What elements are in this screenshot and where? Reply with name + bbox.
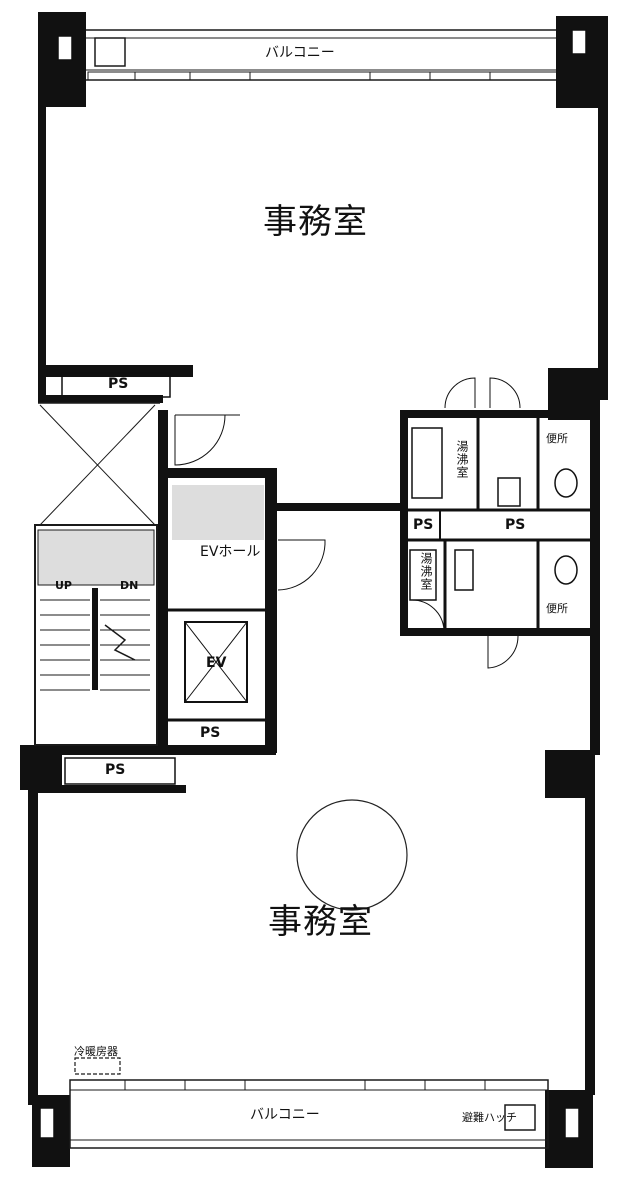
balcony-bottom-label: バルコニー	[250, 1107, 320, 1123]
ceiling-equipment	[296, 799, 408, 911]
ps-core: PS	[200, 725, 221, 741]
outer-walls	[28, 100, 608, 1105]
stair-up-label: UP	[55, 579, 72, 592]
toilet-bottom-label: 便所	[546, 602, 568, 615]
ac-unit-label: 冷暖房器	[74, 1045, 118, 1058]
columns	[20, 12, 608, 1168]
hatch-label: 避難ハッチ	[462, 1111, 517, 1124]
ev-hall-label: EVホール	[200, 544, 261, 560]
partition-wall	[277, 503, 402, 511]
balcony-top-label: バルコニー	[265, 45, 335, 61]
ps-left-bottom: PS	[105, 762, 126, 778]
core	[158, 410, 326, 755]
ev-label: EV	[206, 655, 227, 671]
ps-left-top: PS	[108, 376, 129, 392]
stair-area	[34, 402, 160, 746]
ps-boxes	[61, 372, 176, 785]
stair-dn-label: DN	[120, 579, 139, 592]
toilet-top-label: 便所	[546, 432, 568, 445]
toilet-block	[400, 377, 590, 669]
ps-right-b: PS	[505, 517, 526, 533]
kitchen-bottom-label: 湯沸室	[419, 552, 433, 591]
room-office-bottom: 事務室	[268, 902, 373, 942]
ps-right-a: PS	[413, 517, 434, 533]
bottom-balcony	[69, 1057, 549, 1149]
kitchen-top-label: 湯沸室	[455, 440, 469, 479]
room-office-top: 事務室	[263, 202, 368, 242]
